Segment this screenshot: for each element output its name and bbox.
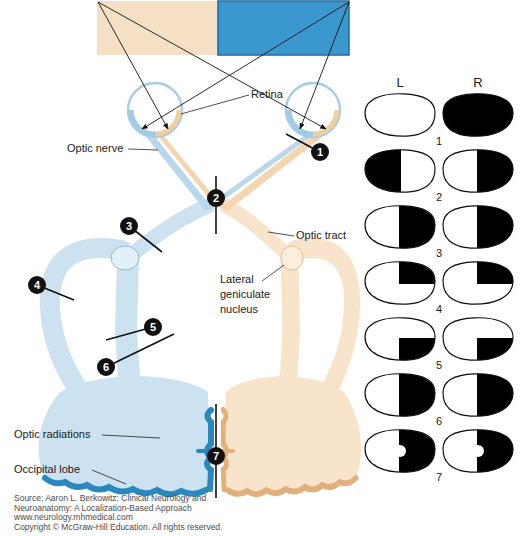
field-outline <box>365 206 435 248</box>
callout-number: 4 <box>28 276 46 294</box>
visual-field-icon <box>365 318 436 362</box>
field-outline <box>365 94 435 136</box>
structure-label: Retina <box>251 88 283 101</box>
field-defect <box>394 428 436 474</box>
field-defect <box>477 372 514 418</box>
eye-side-label: L <box>388 76 412 89</box>
field-outline <box>443 430 513 472</box>
visual-field-icon <box>443 428 514 474</box>
callout-number: 7 <box>207 447 225 465</box>
visual-field-icon <box>443 148 514 194</box>
visual-field-icon <box>365 260 436 304</box>
source-note: Copyright © McGraw-Hill Education. All r… <box>14 523 222 533</box>
field-outline <box>365 318 435 360</box>
source-note: www.neurology.mhmedical.com <box>14 513 133 523</box>
structure-label: Optic radiations <box>14 428 90 441</box>
visual-field-icon <box>443 372 514 418</box>
structure-label: Optic tract <box>296 229 346 242</box>
field-outline <box>443 150 513 192</box>
optic-nerves-chiasm <box>150 136 318 208</box>
visual-field-icon <box>442 92 514 138</box>
eyes <box>128 83 340 137</box>
callout-number: 3 <box>120 217 138 235</box>
visual-field-icon <box>365 204 436 250</box>
field-outline <box>365 150 435 192</box>
field-outline <box>365 262 435 304</box>
field-outline <box>365 374 435 416</box>
visual-field-icon <box>365 372 436 418</box>
callout-text: 4 <box>28 276 46 294</box>
visual-field-defects <box>364 92 514 474</box>
field-defect <box>364 148 401 194</box>
field-outline <box>443 318 513 360</box>
callout-number: 1 <box>311 143 329 161</box>
defect-number: 1 <box>431 135 447 148</box>
right-visual-field <box>218 1 349 55</box>
field-outline <box>365 430 435 472</box>
left-visual-field <box>97 1 218 55</box>
lesion-lines <box>37 134 320 498</box>
field-outline <box>443 374 513 416</box>
visual-field-icon <box>365 428 436 474</box>
field-defect <box>442 92 514 138</box>
callout-text: 2 <box>207 189 225 207</box>
defect-number: 2 <box>431 191 447 204</box>
field-defect <box>472 428 514 474</box>
callout-text: 6 <box>97 358 115 376</box>
defect-number: 4 <box>431 303 447 316</box>
field-outline <box>443 206 513 248</box>
defect-number: 7 <box>431 471 447 484</box>
left-hemisphere-pathway <box>39 206 211 494</box>
field-defect <box>477 148 514 194</box>
visual-field-icon <box>443 318 514 362</box>
field-outline <box>443 94 513 136</box>
callout-text: 7 <box>207 447 225 465</box>
structure-label: Lateral geniculate nucleus <box>220 272 282 317</box>
right-hemisphere-pathway <box>223 206 361 494</box>
light-rays <box>98 2 349 129</box>
field-outline <box>443 262 513 304</box>
source-note: Source: Aaron L. Berkowitz: Clinical Neu… <box>14 494 226 513</box>
field-background <box>365 94 435 136</box>
field-defect <box>477 204 514 250</box>
callout-text: 1 <box>311 143 329 161</box>
visual-field-icon <box>443 260 514 304</box>
defect-number: 6 <box>431 415 447 428</box>
structure-label: Occipital lobe <box>14 463 80 476</box>
field-defect <box>399 204 436 250</box>
defect-number: 3 <box>431 247 447 260</box>
visual-field-icon <box>443 204 514 250</box>
field-defect <box>399 372 436 418</box>
visual-field-icon <box>364 148 435 194</box>
callout-number: 6 <box>97 358 115 376</box>
defect-number: 5 <box>431 359 447 372</box>
callout-text: 3 <box>120 217 138 235</box>
visual-field-icon <box>365 94 435 136</box>
structure-label: Optic nerve <box>67 142 123 155</box>
eye-side-label: R <box>466 76 490 89</box>
callout-text: 5 <box>144 318 162 336</box>
callout-number: 5 <box>144 318 162 336</box>
callout-number: 2 <box>207 189 225 207</box>
